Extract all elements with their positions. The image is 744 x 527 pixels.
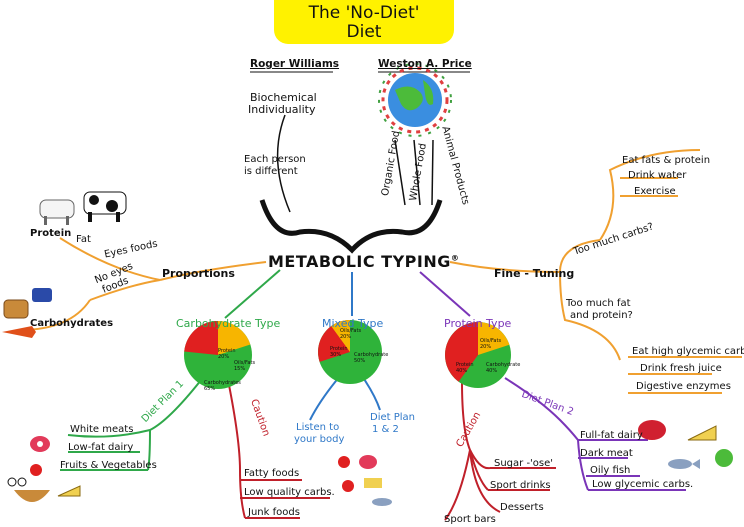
mixed-pie-carbs-pct: 50% xyxy=(354,358,366,364)
weston-price-label: Weston A. Price xyxy=(378,58,472,70)
mixed-type-label: Mixed Type xyxy=(322,317,384,330)
protein-pie-carbs-text: Carbohydrate xyxy=(486,362,521,368)
brace xyxy=(259,199,443,254)
cheese-icon xyxy=(57,485,81,497)
page-title: The 'No-Diet' Diet xyxy=(274,0,454,44)
strawberry-icon xyxy=(30,464,42,476)
protein-pie-carbs-pct: 40% xyxy=(486,368,498,374)
sugar-label: Sugar -'ose' xyxy=(494,458,554,469)
protein-type-label: Protein Type xyxy=(444,317,512,330)
metabolic-typing-label: METABOLIC TYPING® xyxy=(268,252,459,271)
and-protein-label: and protein? xyxy=(570,310,633,321)
individuality-label: Individuality xyxy=(248,103,316,116)
registered-mark: ® xyxy=(450,253,460,263)
fine-tuning-label: Fine - Tuning xyxy=(494,267,575,280)
title-line-1: The 'No-Diet' xyxy=(308,3,420,23)
carb-pie-oils-pct: 15% xyxy=(234,366,246,372)
cow-icon xyxy=(83,191,127,222)
bread-icon xyxy=(3,299,29,319)
full-fat-dairy-label: Full-fat dairy xyxy=(580,430,643,441)
drink-water-label: Drink water xyxy=(628,170,687,181)
low-glycemic-label: Low glycemic carbs. xyxy=(592,479,694,490)
pie-protein xyxy=(444,322,511,388)
your-body-label: your body xyxy=(294,434,345,445)
vegetables-icon xyxy=(715,449,733,467)
desserts-label: Desserts xyxy=(500,502,544,513)
junk-foods-label: Junk foods xyxy=(248,507,300,518)
low-quality-carbs-label: Low quality carbs. xyxy=(244,487,335,498)
protein-pie-protein-text: Protein xyxy=(456,362,474,368)
dark-meat-label: Dark meat xyxy=(580,448,633,459)
protein-pie-oils-pct: 20% xyxy=(480,344,492,350)
mixed-food-icons xyxy=(338,455,392,506)
globe-icon xyxy=(378,63,452,137)
protein-pie-protein-pct: 40% xyxy=(456,368,468,374)
goat-icon xyxy=(39,199,75,225)
diet-plan-mixed-label: Diet Plan xyxy=(370,412,416,423)
carrot-icon xyxy=(2,326,36,338)
carb-pie-oils-text: Oils/Fats xyxy=(234,360,256,366)
metabolic-typing-text: METABOLIC TYPING xyxy=(268,252,451,271)
fish-icon xyxy=(668,459,700,469)
exercise-label: Exercise xyxy=(634,186,676,197)
fruits-veg-label: Fruits & Vegetables xyxy=(60,460,157,471)
carb-pie-carbs-text: Carbohydrates xyxy=(204,380,241,386)
fatty-foods-label: Fatty foods xyxy=(244,468,300,479)
each-person-label: Each person xyxy=(244,154,306,165)
steak-icon xyxy=(638,420,666,440)
mixed-pie-oils-pct: 20% xyxy=(340,334,352,340)
mixed-pie-protein-text: Protein xyxy=(330,346,348,352)
protein-label: Protein xyxy=(30,228,72,239)
white-meats-label: White meats xyxy=(70,424,134,435)
drink-fresh-juice-label: Drink fresh juice xyxy=(640,363,722,374)
listen-to-label: Listen to xyxy=(296,422,340,433)
pie-carb xyxy=(184,321,252,389)
is-different-label: is different xyxy=(244,166,298,177)
low-fat-dairy-label: Low-fat dairy xyxy=(68,442,134,453)
oily-fish-label: Oily fish xyxy=(590,465,631,476)
eat-high-glycemic-label: Eat high glycemic carbs. xyxy=(632,346,744,357)
sport-drinks-label: Sport drinks xyxy=(490,480,551,491)
digestive-enzymes-label: Digestive enzymes xyxy=(636,381,731,392)
carb-type-label: Carbohydrate Type xyxy=(176,317,281,330)
biochemical-label: Biochemical xyxy=(250,91,317,104)
bowl-icon xyxy=(14,490,50,502)
meat-icon xyxy=(30,436,50,452)
carb-pie-carbs-pct: 65% xyxy=(204,386,216,392)
cheese-icon-right xyxy=(687,425,717,441)
blueberries-icon xyxy=(32,288,52,302)
diet-plan-1-2-label: 1 & 2 xyxy=(372,424,399,435)
glasses-icon xyxy=(7,477,27,487)
title-line-2: Diet xyxy=(346,22,382,42)
carbohydrates-label: Carbohydrates xyxy=(30,318,114,329)
pie-mixed xyxy=(318,320,382,384)
mixed-pie-protein-pct: 30% xyxy=(330,352,342,358)
carb-pie-protein-pct: 20% xyxy=(218,354,230,360)
eat-fats-protein-label: Eat fats & protein xyxy=(622,155,711,166)
proportions-label: Proportions xyxy=(162,267,235,280)
fat-label: Fat xyxy=(76,234,91,245)
too-much-fat-label: Too much fat xyxy=(566,298,631,309)
roger-williams-label: Roger Williams xyxy=(250,58,340,70)
mixed-pie-carbs-text: Carbohydrate xyxy=(354,352,389,358)
sport-bars-label: Sport bars xyxy=(444,514,496,525)
mixed-pie-oils-text: Oils/Fats xyxy=(340,328,362,334)
protein-pie-oils-text: Oils/Fats xyxy=(480,338,502,344)
carb-pie-protein-text: Protein xyxy=(218,348,236,354)
